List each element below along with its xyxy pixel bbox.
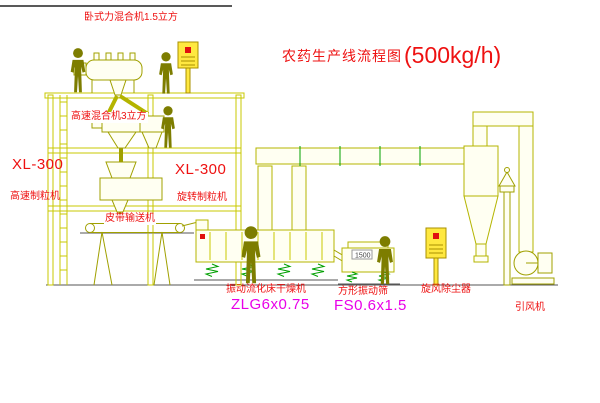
label-dryer: 振动流化床干燥机 <box>226 284 306 295</box>
screen-spring <box>346 271 358 283</box>
control-cabinet-right <box>425 227 447 286</box>
worker-figure <box>161 106 175 148</box>
label-rotary-granulator: 旋转制粒机 <box>177 192 227 203</box>
dryer-spring <box>205 263 219 277</box>
label-belt-conveyor: 皮带输送机 <box>104 213 156 225</box>
steel-frame <box>44 92 245 286</box>
dryer-marker-dot <box>200 234 205 239</box>
label-high-speed-mixer: 高速混合机3立方 <box>70 111 148 123</box>
title-text: 农药生产线流程图 <box>282 47 402 64</box>
cabinet-indicator-dot <box>433 233 439 239</box>
dryer-spring <box>277 263 291 277</box>
exhaust-stack <box>498 167 516 286</box>
cabinet-indicator-dot <box>185 47 191 53</box>
control-cabinet-top <box>177 41 199 94</box>
induced-draft-fan <box>511 250 555 285</box>
fluid-bed-dryer <box>195 165 335 263</box>
label-xl300-left: XL-300 <box>12 156 64 173</box>
cyclone-separator <box>463 111 534 263</box>
main-duct <box>255 146 469 166</box>
dryer-spring <box>311 263 325 277</box>
label-screen-model: FS0.6x1.5 <box>334 297 407 314</box>
label-fan: 引风机 <box>515 302 545 313</box>
label-dryer-model: ZLG6x0.75 <box>231 296 310 313</box>
label-granulator-left: 高速制粒机 <box>10 191 60 202</box>
worker-figure <box>159 52 173 94</box>
diagram-title: 农药生产线流程图 (500kg/h) <box>282 42 501 69</box>
title-capacity: (500kg/h) <box>404 42 502 68</box>
rotary-granulator <box>99 161 163 224</box>
y-chute <box>106 94 150 116</box>
label-horizontal-mixer: 卧式力混合机1.5立方 <box>84 12 178 23</box>
label-cyclone: 旋风除尘器 <box>421 284 471 295</box>
label-xl300-right: XL-300 <box>175 161 227 178</box>
worker-figure <box>70 48 86 93</box>
screen-dimension-tag: 1500 <box>355 253 371 260</box>
horizontal-mixer <box>73 52 143 96</box>
label-screen: 方形振动筛 <box>338 286 388 297</box>
belt-conveyor <box>85 221 199 286</box>
